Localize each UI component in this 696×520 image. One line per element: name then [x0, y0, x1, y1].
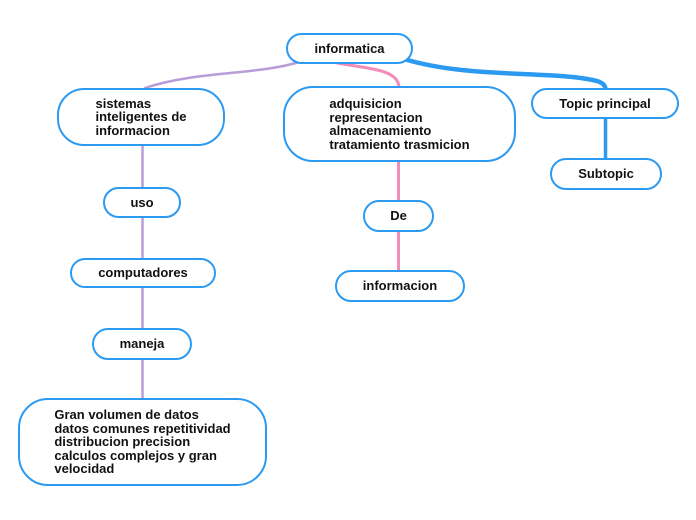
- connector-informatica-topic-principal: [401, 56, 608, 92]
- node-informacion[interactable]: informacion: [335, 270, 465, 302]
- node-computadores[interactable]: computadores: [70, 258, 216, 288]
- connector-informatica-adquisicion: [335, 61, 401, 89]
- node-topic-principal[interactable]: Topic principal: [531, 88, 679, 119]
- node-adquisicion[interactable]: adquisicion representacion almacenamient…: [283, 86, 516, 162]
- node-sistemas[interactable]: sistemas inteligentes de informacion: [57, 88, 225, 146]
- node-gran-volumen[interactable]: Gran volumen de datos datos comunes repe…: [18, 398, 267, 486]
- node-subtopic[interactable]: Subtopic: [550, 158, 662, 190]
- node-uso[interactable]: uso: [103, 187, 181, 218]
- connector-informatica-sistemas: [143, 60, 301, 90]
- node-informatica[interactable]: informatica: [286, 33, 413, 64]
- node-maneja[interactable]: maneja: [92, 328, 192, 360]
- node-de[interactable]: De: [363, 200, 434, 232]
